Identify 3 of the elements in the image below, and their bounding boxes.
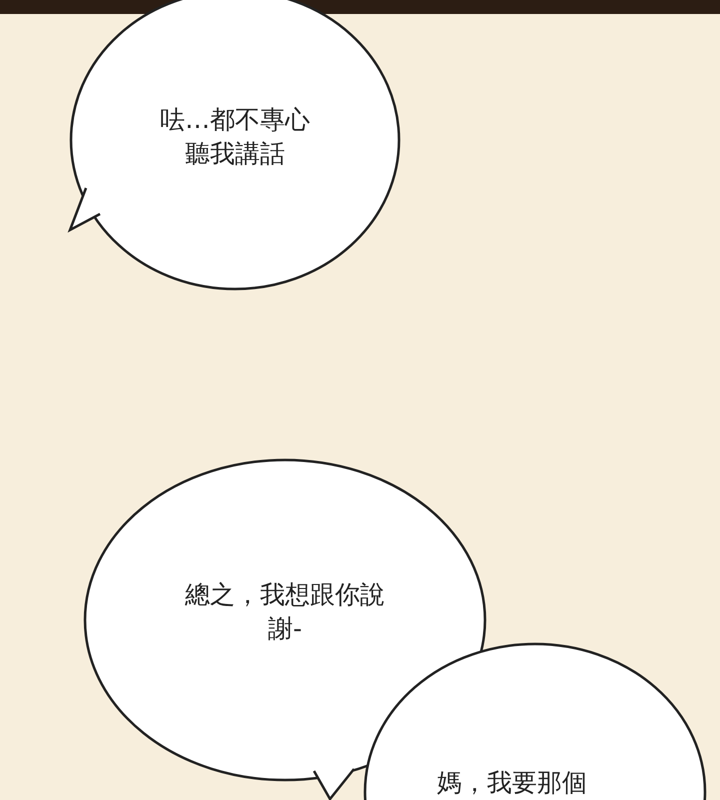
dialogue-text: 總之，我想跟你說謝-: [184, 579, 386, 645]
dialogue-text: 呿…都不專心聽我講話: [159, 104, 311, 170]
dialogue-text: 媽，我要那個: [436, 767, 588, 799]
